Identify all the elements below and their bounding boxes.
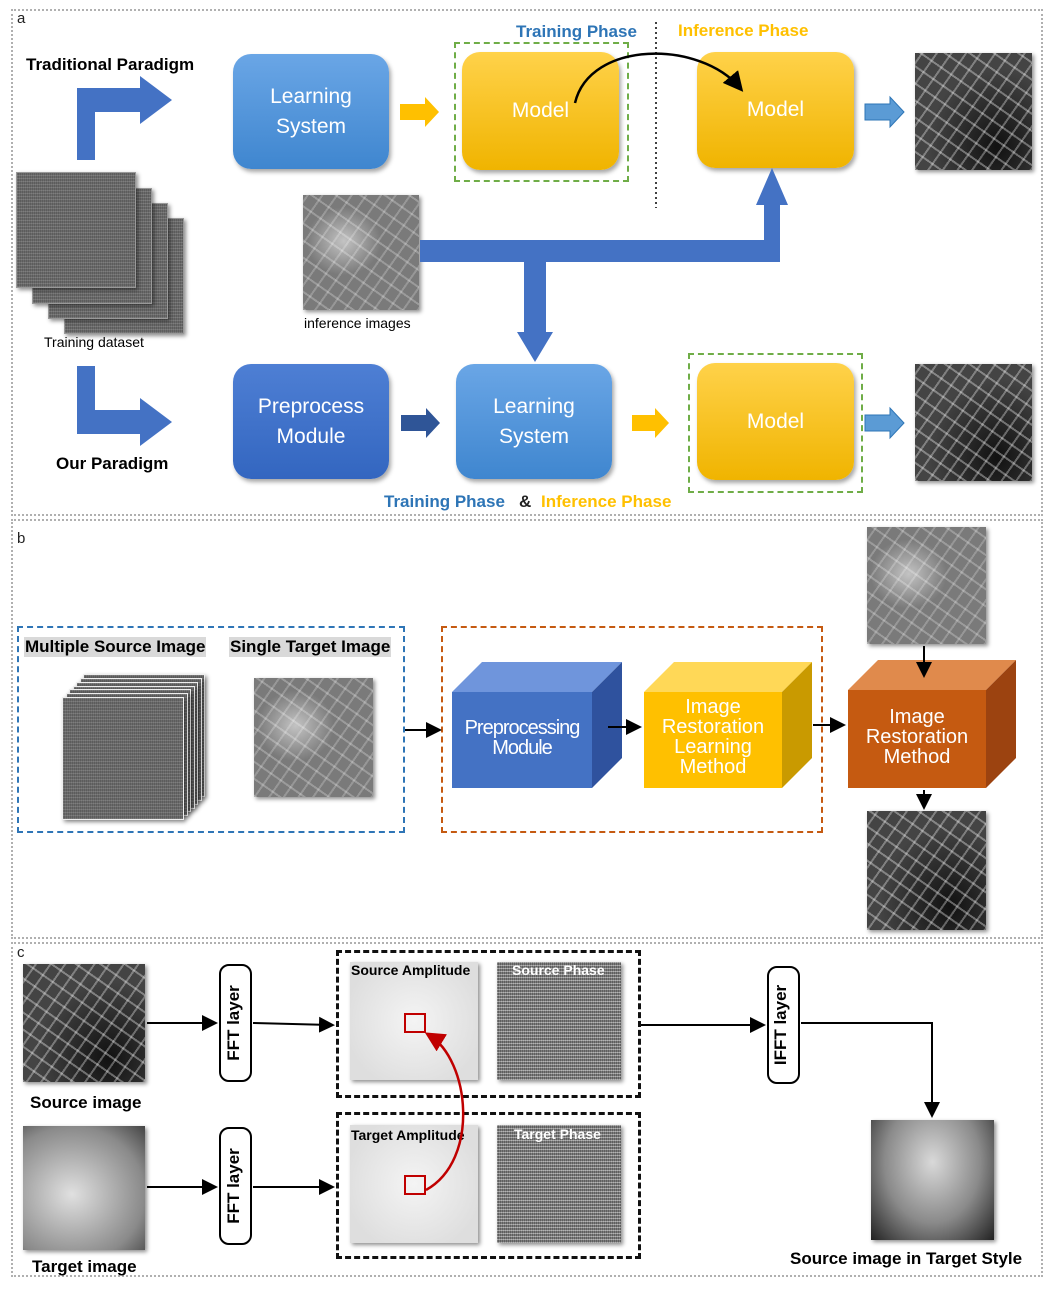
preprocessing-cube-front	[452, 692, 592, 788]
restoration-input-image	[867, 527, 986, 644]
panel-c	[11, 942, 1043, 1277]
fft-to-source-spectrum-arrow	[252, 1016, 335, 1033]
output-image-bottom	[915, 364, 1032, 481]
source-low-freq-square	[404, 1013, 426, 1033]
ifft-layer-box	[767, 966, 800, 1084]
target-low-freq-square	[404, 1175, 426, 1195]
model-to-output-arrow-bottom	[864, 406, 905, 440]
inference-phase-label-bottom: Inference Phase	[541, 492, 672, 511]
inference-to-models-arrow	[420, 168, 788, 362]
target-phase-label: Target Phase	[514, 1126, 601, 1142]
ifft-to-result-arrow	[801, 1022, 940, 1118]
target-image	[23, 1126, 145, 1250]
target-amplitude-image	[350, 1125, 478, 1243]
result-image	[871, 1120, 994, 1240]
preprocess-to-learning-arrow	[401, 408, 440, 438]
training-dataset-label: Training dataset	[44, 334, 144, 350]
preprocess-module-box: Preprocess Module	[233, 364, 389, 479]
single-target-image-label: Single Target Image	[229, 637, 392, 657]
source-amplitude-image	[350, 962, 478, 1080]
preprocessing-cube-side	[592, 662, 622, 788]
model-to-output-arrow-top	[864, 95, 905, 129]
model-box-training: Model	[462, 52, 619, 170]
learning-cube-top	[644, 662, 812, 692]
learning-cube-front	[644, 692, 782, 788]
method-cube-front	[848, 690, 986, 788]
source-stack-image	[62, 697, 184, 820]
ampersand-label: &	[519, 492, 532, 511]
our-paradigm-arrow	[77, 366, 172, 446]
amplitude-swap-arrow	[424, 1032, 465, 1192]
method-cube-top	[848, 660, 1016, 690]
training-dataset-image	[16, 172, 136, 288]
panel-c-label: c	[17, 944, 25, 961]
source-image-label: Source image	[30, 1093, 142, 1112]
panel-a	[11, 9, 1043, 516]
learning-system-box-bottom: Learning System	[456, 364, 612, 479]
source-phase-image	[497, 962, 621, 1080]
inference-phase-label-top: Inference Phase	[678, 21, 809, 40]
target-amplitude-label: Target Amplitude	[351, 1127, 465, 1143]
source-spectrum-frame	[336, 950, 641, 1098]
panel-b	[11, 519, 1043, 939]
training-phase-label-bottom: Training Phase	[384, 492, 505, 511]
source-phase-label: Source Phase	[512, 962, 605, 978]
restoration-learning-label: Image Restoration Learning Method	[661, 696, 765, 778]
model-dashed-frame-top	[454, 42, 629, 182]
restoration-method-label: Image Restoration Method	[865, 706, 969, 768]
our-paradigm-label: Our Paradigm	[56, 454, 169, 473]
traditional-paradigm-label: Traditional Paradigm	[26, 55, 195, 74]
traditional-paradigm-arrow	[77, 76, 172, 160]
output-image-top	[915, 53, 1032, 170]
learning-to-model-arrow	[400, 97, 439, 127]
learning-stage-frame	[441, 626, 823, 833]
panel-a-label: a	[17, 10, 26, 27]
source-amplitude-label: Source Amplitude	[351, 962, 471, 978]
inference-image	[303, 195, 419, 310]
multiple-source-image-label: Multiple Source Image	[24, 637, 207, 657]
target-image-label: Target image	[32, 1257, 137, 1276]
target-phase-image	[497, 1125, 621, 1243]
training-phase-label-top: Training Phase	[516, 22, 637, 41]
source-image	[23, 964, 145, 1082]
fft-layer-box-bottom	[219, 1127, 252, 1245]
restoration-output-image	[867, 811, 986, 930]
model-dashed-frame-bottom	[688, 353, 863, 493]
single-target-image	[254, 678, 373, 797]
fft-layer-box-top	[219, 964, 252, 1082]
learning-system-box-top: Learning System	[233, 54, 389, 169]
input-images-frame	[17, 626, 405, 833]
learning-to-model-arrow-bottom	[632, 408, 669, 438]
preprocessing-cube-top	[452, 662, 622, 692]
preprocessing-module-label: Preprocessing Module	[464, 717, 581, 759]
learning-cube-side	[782, 662, 812, 788]
target-spectrum-frame	[336, 1112, 641, 1259]
model-box-bottom: Model	[697, 363, 854, 480]
result-image-label: Source image in Target Style	[790, 1249, 1023, 1268]
inference-images-label: inference images	[304, 315, 411, 331]
panel-b-label: b	[17, 530, 26, 547]
method-cube-side	[986, 660, 1016, 788]
model-transfer-arrow	[573, 52, 744, 104]
